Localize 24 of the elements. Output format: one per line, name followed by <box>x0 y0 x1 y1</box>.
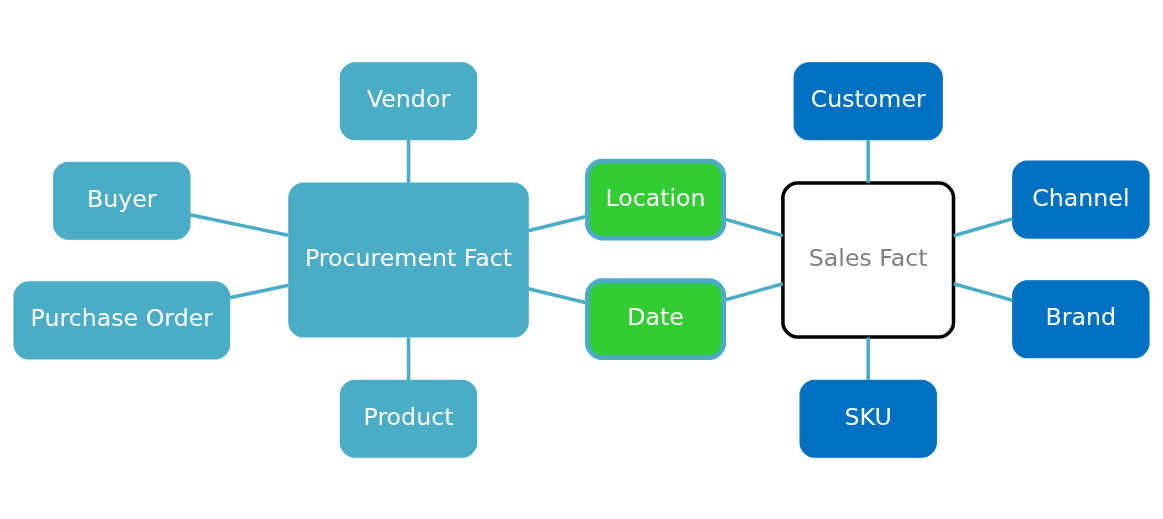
node-box: Procurement Fact <box>288 181 529 338</box>
connector <box>528 213 588 232</box>
connector <box>406 336 411 380</box>
node-box: Channel <box>1012 160 1150 239</box>
node-box: Purchase Order <box>13 280 231 359</box>
node-box: Location <box>585 158 727 240</box>
connector <box>953 216 1013 237</box>
connector <box>866 139 870 183</box>
connector <box>229 283 289 299</box>
node-box: Buyer <box>53 161 191 240</box>
node-box: SKU <box>799 379 937 458</box>
node-box: Product <box>339 379 478 458</box>
connector <box>953 281 1013 302</box>
connector <box>723 281 784 302</box>
node-box: Date <box>585 277 727 360</box>
connector <box>406 139 411 183</box>
node-box: Brand <box>1012 279 1150 358</box>
connector <box>528 286 588 305</box>
node-box: Vendor <box>339 61 478 140</box>
connector <box>189 212 289 237</box>
connector <box>723 216 784 237</box>
connector <box>866 336 870 380</box>
node-box: Sales Fact <box>781 180 956 339</box>
node-box: Customer <box>793 61 943 140</box>
